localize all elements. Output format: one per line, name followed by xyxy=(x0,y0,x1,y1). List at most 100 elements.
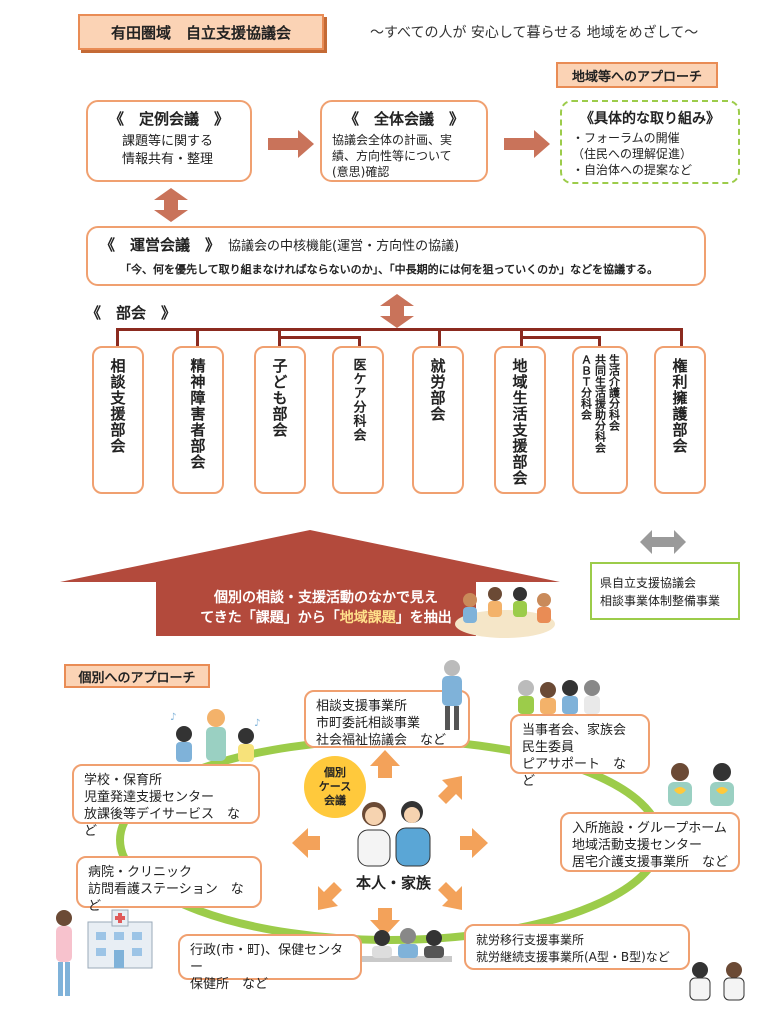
prefecture-line: 相談事業体制整備事業 xyxy=(600,594,721,608)
subcommittee-name: 子ども部会 xyxy=(270,358,289,438)
regular-meeting-line: 課題等に関する xyxy=(122,134,214,149)
concrete-actions-line: （住民への理解促進） xyxy=(572,147,693,161)
tree-bar xyxy=(358,336,361,346)
node-line: 就労継続支援事業所(A型・B型)など xyxy=(476,950,670,964)
operation-meeting-subtitle: 協議会の中核機能(運営・方向性の協議) xyxy=(228,239,460,254)
subcommittee-box-abt: ＡＢＴ分科会 共同生活援助分科会 生活介護分科会 xyxy=(572,346,628,494)
subcommittee-box: 子ども部会 xyxy=(254,346,306,494)
concrete-actions-line: ・フォーラムの開催 xyxy=(572,131,680,145)
subcommittee-name: ＡＢＴ分科会 xyxy=(579,354,593,420)
node-employment: 就労移行支援事業所 就労継続支援事業所(A型・B型)など xyxy=(464,924,690,970)
roof-shape xyxy=(60,530,560,636)
operation-meeting-title: 《 運営会議 》 xyxy=(100,236,221,254)
subcommittee-name: 共同生活援助分科会 xyxy=(593,354,607,453)
subcommittee-box: 権利擁護部会 xyxy=(654,346,706,494)
subcommittee-name: 権利擁護部会 xyxy=(670,358,689,454)
general-meeting-line: 協議会全体の計画、実 xyxy=(332,133,453,147)
concrete-actions-title: 《具体的な取り組み》 xyxy=(580,111,720,127)
node-line: 放課後等デイサービス など xyxy=(84,807,241,839)
extract-line2a: てきた「課題」から「 xyxy=(200,610,340,626)
regular-meeting-title: 《 定例会議 》 xyxy=(108,110,229,128)
tree-bar xyxy=(598,336,601,346)
tree-bar xyxy=(438,328,441,346)
tree-bar xyxy=(116,328,682,331)
tree-bar xyxy=(196,328,199,346)
subcommittee-box: 地域生活支援部会 xyxy=(494,346,546,494)
region-approach-label: 地域等へのアプローチ xyxy=(556,62,718,88)
node-hospital: 病院・クリニック 訪問看護ステーション など xyxy=(76,856,262,914)
care-staff-illustration xyxy=(668,763,734,806)
operation-meeting-box: 《 運営会議 》 協議会の中核機能(運営・方向性の協議) 「今、何を優先して取り… xyxy=(86,226,706,286)
subcommittee-box: 医ケア分科会 xyxy=(332,346,384,494)
admin-staff-illustration xyxy=(362,928,452,962)
general-meeting-box: 《 全体会議 》 協議会全体の計画、実 績、方向性等について (意思)確認 xyxy=(320,100,488,182)
general-meeting-title: 《 全体会議 》 xyxy=(343,110,464,128)
node-line: 相談支援事業所 xyxy=(316,699,408,714)
case-meeting-badge: 個別 ケース 会議 xyxy=(304,756,366,818)
subcommittee-name: 医ケア分科会 xyxy=(350,358,366,442)
node-facility: 入所施設・グループホーム 地域活動支援センター 居宅介護支援事業所 など xyxy=(560,812,740,872)
subcommittee-name: 相談支援部会 xyxy=(108,358,127,454)
regular-meeting-box: 《 定例会議 》 課題等に関する 情報共有・整理 xyxy=(86,100,252,182)
node-line: ピアサポート など xyxy=(522,757,627,789)
node-line: 保健所 など xyxy=(190,977,269,992)
svg-text:♪: ♪ xyxy=(254,718,260,729)
regular-meeting-line: 情報共有・整理 xyxy=(122,152,214,167)
subcommittee-name: 精神障害者部会 xyxy=(188,358,207,470)
node-line: 病院・クリニック xyxy=(88,865,193,880)
general-meeting-line: 績、方向性等について xyxy=(332,149,452,163)
node-line: 市町委託相談事業 xyxy=(316,716,421,731)
extract-line2c: 」を抽出 xyxy=(395,610,452,626)
subcommittee-label: 《 部会 》 xyxy=(86,304,177,322)
node-line: 地域活動支援センター xyxy=(572,838,703,853)
subcommittee-name: 就労部会 xyxy=(428,358,447,422)
tree-bar xyxy=(520,336,600,339)
operation-meeting-quote: 「今、何を優先して取り組まなければならないのか」、「中長期的には何を狙っていくの… xyxy=(120,263,659,276)
children-illustration: ♪ ♪ xyxy=(170,709,260,762)
node-line: 居宅介護支援事業所 など xyxy=(572,855,729,870)
tree-bar xyxy=(116,328,119,346)
svg-text:♪: ♪ xyxy=(170,712,176,723)
node-line: 行政(市・町)、保健センター xyxy=(190,943,344,975)
case-meeting-line: ケース xyxy=(318,780,352,793)
prefecture-box: 県自立支援協議会 相談事業体制整備事業 xyxy=(590,562,740,620)
subcommittee-box: 相談支援部会 xyxy=(92,346,144,494)
tree-bar xyxy=(680,328,683,346)
node-line: 入所施設・グループホーム xyxy=(572,821,727,836)
counselor-illustration xyxy=(442,660,462,730)
right-arrow-icon xyxy=(268,130,314,158)
family-group-illustration xyxy=(518,680,600,714)
center-label: 本人・家族 xyxy=(356,874,432,892)
node-line: 民生委員 xyxy=(522,740,575,755)
updown-arrow-icon xyxy=(154,188,188,222)
extract-text: 個別の相談・支援活動のなかで見え てきた「課題」から「地域課題」を抽出 xyxy=(176,588,476,628)
node-school: 学校・保育所 児童発達支援センター 放課後等デイサービス など xyxy=(72,764,260,839)
node-line: 社会福祉協議会 など xyxy=(316,733,447,748)
case-meeting-line: 会議 xyxy=(324,794,346,807)
node-family: 当事者会、家族会 民生委員 ピアサポート など xyxy=(510,714,650,789)
node-line: 訪問看護ステーション など xyxy=(88,882,244,914)
person-family-illustration xyxy=(357,801,431,867)
node-line: 就労移行支援事業所 xyxy=(476,933,585,947)
extract-highlight: 地域課題 xyxy=(339,610,396,626)
node-line: 学校・保育所 xyxy=(84,773,163,788)
concrete-actions-line: ・自治体への提案など xyxy=(572,163,693,177)
individual-approach-label: 個別へのアプローチ xyxy=(64,664,210,688)
node-line: 当事者会、家族会 xyxy=(522,723,627,738)
leftright-arrow-icon xyxy=(640,530,686,554)
node-admin: 行政(市・町)、保健センター 保健所 など xyxy=(178,934,362,992)
council-title: 有田圏域 自立支援協議会 xyxy=(78,14,324,50)
extract-line1: 個別の相談・支援活動のなかで見え xyxy=(214,590,438,606)
prefecture-line: 県自立支援協議会 xyxy=(600,576,697,590)
general-meeting-line: (意思)確認 xyxy=(332,165,390,179)
case-meeting-line: 個別 xyxy=(324,766,346,779)
subcommittee-box: 精神障害者部会 xyxy=(172,346,224,494)
subcommittee-box: 就労部会 xyxy=(412,346,464,494)
node-line: 児童発達支援センター xyxy=(84,790,215,805)
updown-arrow-icon xyxy=(380,294,414,328)
concrete-actions-box: 《具体的な取り組み》 ・フォーラムの開催 （住民への理解促進） ・自治体への提案… xyxy=(560,100,740,184)
tree-bar xyxy=(278,336,360,339)
tagline: ～すべての人が 安心して暮らせる 地域をめざして～ xyxy=(370,25,699,41)
right-arrow-icon xyxy=(504,130,550,158)
meeting-people-illustration xyxy=(455,587,555,638)
